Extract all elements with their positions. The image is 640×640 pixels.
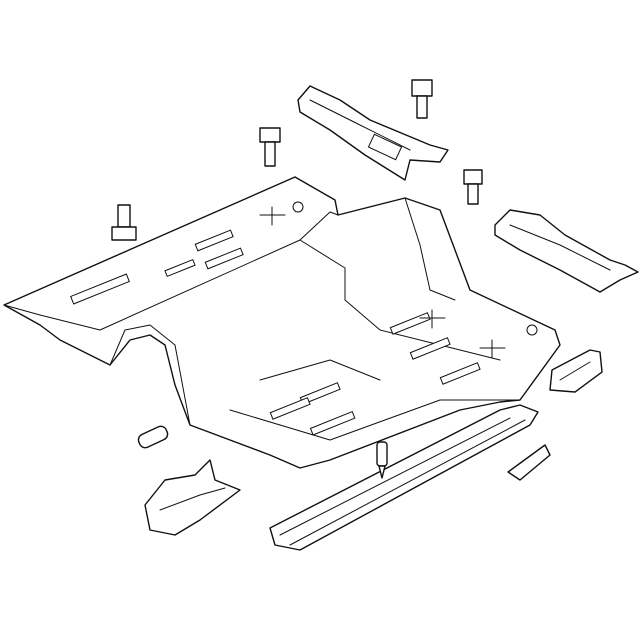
floor-pan xyxy=(3,176,561,469)
bracket-lower-left xyxy=(144,459,241,536)
side-sill-rail xyxy=(269,404,539,551)
bolt-center xyxy=(259,127,281,167)
strip-bracket xyxy=(507,444,551,481)
pin-center xyxy=(376,441,388,479)
plug-left xyxy=(137,425,169,449)
crossmember-bracket-right xyxy=(494,209,639,293)
crossmember-bracket-upper xyxy=(297,85,449,181)
bolt-right xyxy=(463,169,483,205)
bolt-top xyxy=(411,79,433,119)
small-bracket-right xyxy=(549,349,603,393)
bolt-left xyxy=(111,204,137,241)
